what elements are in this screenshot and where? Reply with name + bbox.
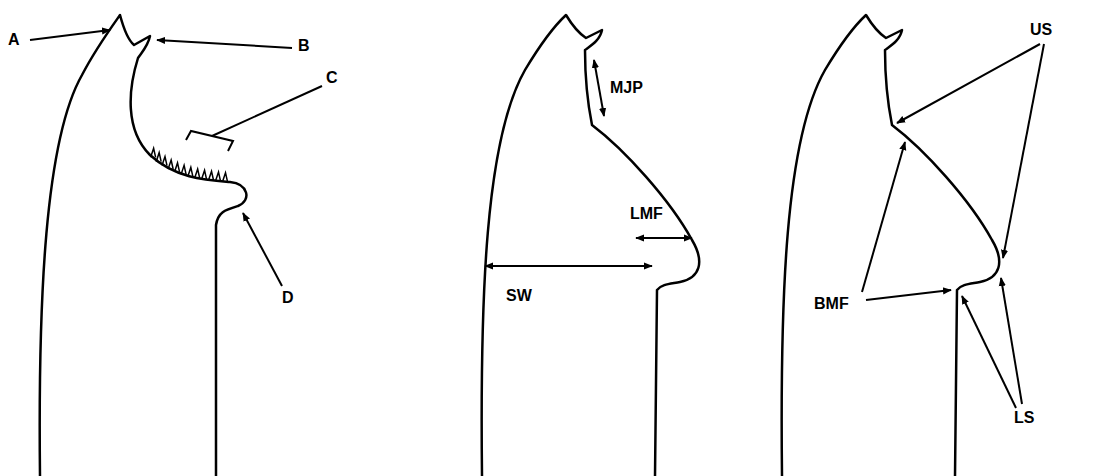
leader-line bbox=[212, 86, 322, 136]
mandible-outline bbox=[40, 15, 247, 476]
brush-tooth bbox=[188, 167, 193, 176]
dimension-arrow bbox=[636, 237, 692, 239]
part-label: MJP bbox=[610, 80, 643, 96]
part-label: SW bbox=[506, 288, 532, 304]
leader-arrow bbox=[157, 40, 292, 48]
leader-arrow bbox=[30, 30, 110, 40]
brush-tooth bbox=[195, 169, 200, 178]
part-label: US bbox=[1030, 22, 1052, 38]
brush-tooth bbox=[168, 160, 173, 169]
brush-tooth bbox=[209, 171, 214, 180]
mandible-outline bbox=[482, 15, 700, 476]
part-label: B bbox=[298, 38, 310, 54]
part-label: BMF bbox=[814, 296, 849, 312]
part-label: LS bbox=[1014, 410, 1034, 426]
leader-arrow bbox=[862, 142, 905, 292]
brush-tooth bbox=[223, 173, 228, 182]
part-label: D bbox=[282, 290, 294, 306]
brush-tooth bbox=[162, 157, 167, 166]
leader-arrow bbox=[1003, 44, 1044, 258]
brush-tooth bbox=[181, 165, 186, 174]
brush-tooth bbox=[151, 148, 156, 157]
brush-tooth bbox=[175, 163, 180, 172]
brush-teeth bbox=[151, 148, 228, 181]
part-label: C bbox=[326, 70, 338, 86]
brush-tooth bbox=[202, 170, 207, 179]
brush-tooth bbox=[156, 153, 161, 162]
bracket bbox=[186, 131, 233, 151]
leader-arrow bbox=[962, 296, 1016, 408]
leader-arrow bbox=[243, 213, 282, 286]
part-label: A bbox=[8, 32, 20, 48]
leader-arrow bbox=[866, 290, 951, 300]
dimension-arrow bbox=[485, 265, 652, 267]
part-label: LMF bbox=[630, 206, 663, 222]
dimension-arrow bbox=[594, 60, 604, 116]
leader-arrow bbox=[897, 44, 1040, 123]
brush-tooth bbox=[216, 172, 221, 181]
